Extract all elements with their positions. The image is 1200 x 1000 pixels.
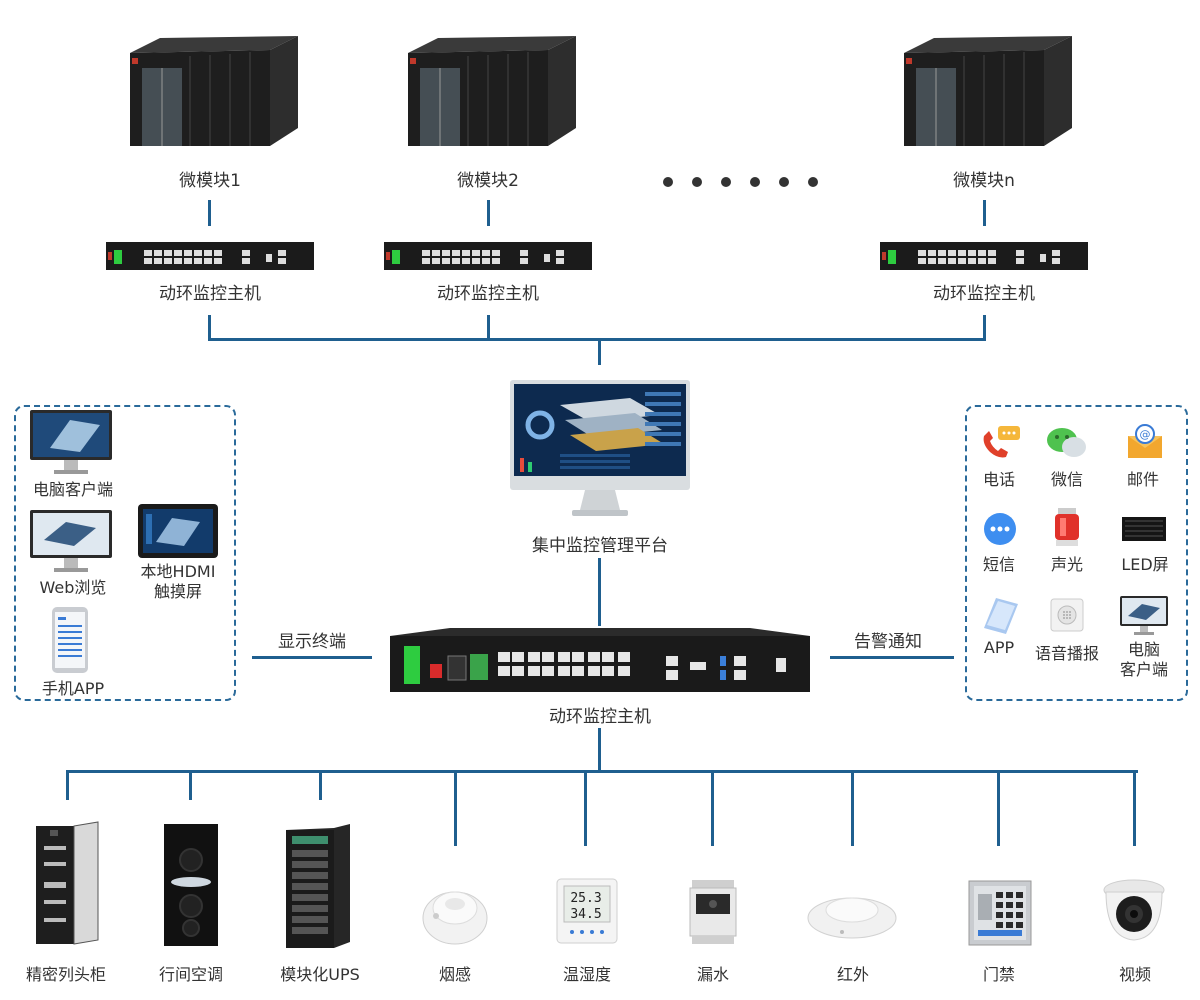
temperature-reading: 25.3	[570, 891, 601, 906]
device-label: 温湿度	[562, 965, 611, 984]
sms-icon	[984, 513, 1016, 545]
device-label: 视频	[1118, 965, 1151, 984]
thermo-hygrometer-icon: 25.3 34.5	[556, 878, 618, 944]
host-label: 动环监控主机	[159, 284, 261, 304]
device-label: 烟感	[438, 965, 471, 984]
mobile-app-icon	[52, 607, 88, 673]
display-terminal-panel	[14, 405, 236, 701]
display-item-label: 电脑客户端	[32, 480, 113, 499]
host-device-icon	[390, 628, 810, 692]
alarm-item-label: 声光	[1050, 555, 1083, 574]
device-label: 模块化UPS	[280, 965, 360, 984]
web-browser-icon	[30, 510, 112, 572]
app-icon	[984, 598, 1018, 634]
host-label: 动环监控主机	[437, 284, 539, 304]
siren-icon	[1055, 508, 1079, 546]
humidity-reading: 34.5	[570, 907, 601, 922]
micro-module-cabinet-icon	[130, 36, 298, 146]
alarm-item-label: APP	[983, 638, 1015, 657]
alarm-item-label: 微信	[1050, 470, 1083, 489]
led-screen-icon	[1122, 517, 1166, 541]
display-item-label: 本地HDMI 触摸屏	[140, 562, 216, 601]
cabinet-icon	[36, 821, 99, 945]
access-control-icon	[968, 880, 1032, 946]
platform-label: 集中监控管理平台	[532, 536, 668, 556]
micro-module-cabinet-icon	[904, 36, 1072, 146]
alarm-notification-panel	[965, 405, 1188, 701]
alarm-item-label: 邮件	[1126, 470, 1159, 489]
alarm-item-label: 电脑 客户端	[1119, 640, 1168, 679]
alarm-connector-label: 告警通知	[854, 632, 922, 652]
ellipsis-dots	[663, 177, 818, 187]
touchscreen-icon	[138, 504, 218, 558]
camera-icon	[1103, 879, 1165, 941]
svg-text:@: @	[1140, 428, 1151, 441]
smoke-detector-icon	[422, 891, 488, 945]
module-name: 微模块2	[457, 171, 519, 191]
host-label: 动环监控主机	[933, 284, 1035, 304]
host-device-icon	[384, 242, 592, 270]
micro-module-cabinet-icon	[408, 36, 576, 146]
display-connector-label: 显示终端	[278, 632, 346, 652]
alarm-item-label: LED屏	[1121, 555, 1169, 574]
host-device-icon	[106, 242, 314, 270]
infrared-sensor-icon	[807, 897, 897, 939]
wechat-icon	[1047, 428, 1086, 457]
device-label: 精密列头柜	[25, 965, 106, 984]
pc-client-icon	[1120, 596, 1168, 635]
water-leak-icon	[689, 880, 737, 944]
module-name: 微模块1	[179, 171, 241, 191]
alarm-item-label: 电话	[982, 470, 1015, 489]
phone-icon	[983, 426, 1020, 458]
display-item-label: 手机APP	[41, 679, 105, 698]
alarm-item-label: 短信	[982, 555, 1015, 574]
monitor-icon	[510, 380, 690, 516]
device-label: 行间空调	[158, 965, 223, 984]
alarm-item-label: 语音播报	[1034, 644, 1099, 663]
air-conditioner-icon	[164, 824, 218, 946]
main-host-label: 动环监控主机	[549, 707, 651, 727]
speaker-icon	[1050, 598, 1084, 632]
module-name: 微模块n	[953, 171, 1015, 191]
host-device-icon	[880, 242, 1088, 270]
device-label: 漏水	[696, 965, 729, 984]
device-label: 红外	[836, 965, 869, 984]
ups-icon	[286, 824, 350, 948]
display-item-label: Web浏览	[39, 578, 107, 597]
desktop-client-icon	[30, 410, 112, 474]
device-label: 门禁	[982, 965, 1015, 984]
email-icon: @	[1128, 424, 1162, 458]
